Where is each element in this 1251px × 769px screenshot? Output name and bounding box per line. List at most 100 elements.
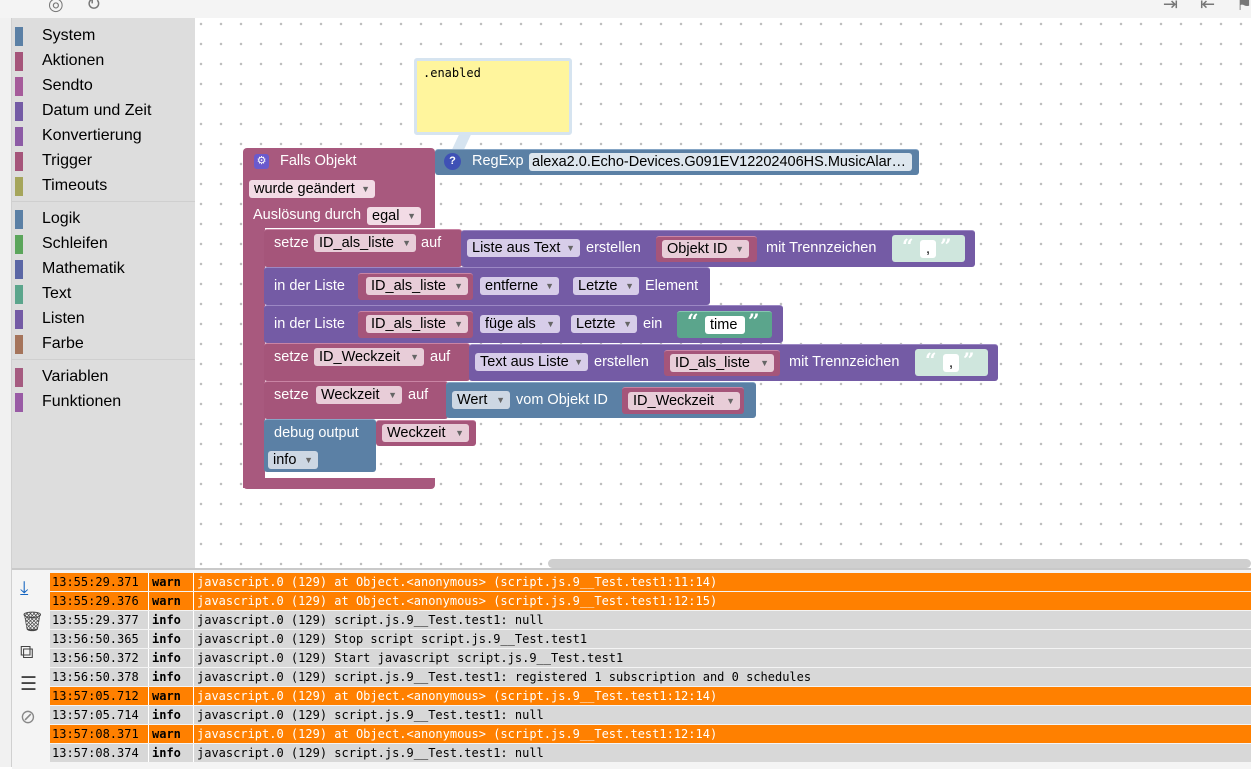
- variable-dropdown[interactable]: ID_Weckzeit▼: [314, 348, 424, 366]
- variable-dropdown[interactable]: ID_als_liste▼: [366, 315, 468, 333]
- list-icon[interactable]: ☰: [20, 673, 38, 695]
- toolbox-category-listen[interactable]: Listen: [12, 308, 195, 332]
- log-level: info: [152, 670, 181, 684]
- trigger-event-dropdown[interactable]: wurde geändert▼: [249, 180, 375, 198]
- target-icon[interactable]: ◎: [48, 0, 64, 15]
- chevron-down-icon: ▼: [574, 357, 583, 367]
- log-column-divider: [193, 630, 194, 648]
- toolbox-category-konvertierung[interactable]: Konvertierung: [12, 125, 195, 149]
- log-column-divider: [193, 649, 194, 667]
- comment-bubble[interactable]: .enabled: [414, 58, 572, 135]
- toolbox-category-text[interactable]: Text: [12, 283, 195, 307]
- refresh-icon[interactable]: ↻: [86, 0, 102, 15]
- toolbox-category-funktionen[interactable]: Funktionen: [12, 391, 195, 415]
- log-column-divider: [193, 668, 194, 686]
- text-field[interactable]: time: [705, 316, 745, 334]
- list-position-dropdown[interactable]: Letzte▼: [573, 277, 639, 295]
- with-separator-label: mit Trennzeichen: [766, 240, 877, 256]
- log-time: 13:57:05.714: [52, 708, 139, 722]
- blockly-workspace[interactable]: [195, 18, 1251, 568]
- dropdown-value: Weckzeit: [387, 425, 446, 441]
- trigger-by-dropdown[interactable]: egal▼: [367, 207, 421, 225]
- log-message: javascript.0 (129) at Object.<anonymous>…: [197, 575, 718, 589]
- log-time: 13:57:08.371: [52, 727, 139, 741]
- list-operation-dropdown[interactable]: entferne▼: [480, 277, 559, 295]
- variable-dropdown[interactable]: Weckzeit ▼: [382, 424, 469, 442]
- flag-icon[interactable]: ⚑: [1236, 0, 1251, 15]
- hide-icon[interactable]: ⊘: [20, 706, 36, 728]
- import-icon[interactable]: ⇤: [1200, 0, 1216, 15]
- category-label: Timeouts: [42, 177, 108, 194]
- export-icon[interactable]: ⇥: [1163, 0, 1179, 15]
- variable-dropdown[interactable]: Weckzeit▼: [316, 386, 402, 404]
- list-position-dropdown[interactable]: Letzte ▼: [571, 315, 637, 333]
- list-operation-dropdown[interactable]: füge als▼: [480, 315, 560, 333]
- dropdown-value: Letzte: [578, 278, 618, 294]
- toolbox-category-datum[interactable]: Datum und Zeit: [12, 100, 195, 124]
- dropdown-value: ID_als_liste: [371, 278, 446, 294]
- trigger-by-label: Auslösung durch: [253, 207, 362, 223]
- toolbox-category-schleifen[interactable]: Schleifen: [12, 233, 195, 257]
- toolbox-category-farbe[interactable]: Farbe: [12, 333, 195, 357]
- separator-field[interactable]: ,: [943, 354, 959, 372]
- log-time: 13:56:50.372: [52, 651, 139, 665]
- chevron-down-icon: ▼: [455, 428, 464, 438]
- log-column-divider: [193, 706, 194, 724]
- regexp-label: RegExp: [472, 153, 524, 169]
- chevron-down-icon: ▼: [623, 319, 632, 329]
- object-id-dropdown[interactable]: Objekt ID▼: [662, 240, 749, 258]
- toolbox-category-aktionen[interactable]: Aktionen: [12, 50, 195, 74]
- variable-dropdown[interactable]: ID_als_liste▼: [314, 234, 416, 252]
- toolbox-category-sendto[interactable]: Sendto: [12, 75, 195, 99]
- help-icon[interactable]: ?: [444, 153, 461, 170]
- variable-dropdown[interactable]: ID_als_liste▼: [670, 354, 774, 372]
- from-object-label: vom Objekt ID: [516, 392, 608, 408]
- toolbox-category-mathematik[interactable]: Mathematik: [12, 258, 195, 282]
- toolbox-category-trigger[interactable]: Trigger: [12, 150, 195, 174]
- toolbox-category-logik[interactable]: Logik: [12, 208, 195, 232]
- toolbox-category-system[interactable]: System: [12, 25, 195, 49]
- dropdown-value: ID_als_liste: [675, 355, 750, 371]
- log-level: warn: [152, 594, 181, 608]
- separator-field[interactable]: ,: [920, 240, 936, 258]
- category-label: Datum und Zeit: [42, 102, 152, 119]
- log-column-divider: [148, 630, 149, 648]
- with-separator-label: mit Trennzeichen: [789, 354, 900, 370]
- log-message: javascript.0 (129) script.js.9__Test.tes…: [197, 670, 812, 684]
- open-quote-icon: “: [925, 348, 937, 372]
- list-mode-dropdown[interactable]: Liste aus Text▼: [467, 239, 580, 257]
- log-message: javascript.0 (129) Start javascript scri…: [197, 651, 624, 665]
- dropdown-value: Letzte: [576, 316, 616, 332]
- log-level: info: [152, 708, 181, 722]
- toolbox-category-variablen[interactable]: Variablen: [12, 366, 195, 390]
- copy-icon[interactable]: ⧉: [20, 641, 34, 663]
- workspace-horizontal-scrollbar[interactable]: [548, 559, 1251, 568]
- category-label: Variablen: [42, 368, 109, 385]
- log-column-divider: [193, 744, 194, 762]
- log-column-divider: [148, 725, 149, 743]
- log-message: javascript.0 (129) script.js.9__Test.tes…: [197, 746, 544, 760]
- gear-icon[interactable]: ⚙: [254, 154, 269, 169]
- scroll-down-icon[interactable]: ⤓: [20, 577, 29, 599]
- variable-dropdown[interactable]: ID_als_liste▼: [366, 277, 468, 295]
- toolbox-category-timeouts[interactable]: Timeouts: [12, 175, 195, 199]
- variable-dropdown[interactable]: ID_Weckzeit▼: [628, 392, 740, 410]
- toolbox-separator: [12, 201, 195, 202]
- category-label: Trigger: [42, 152, 93, 169]
- value-type-dropdown[interactable]: Wert▼: [452, 391, 510, 409]
- log-time: 13:55:29.371: [52, 575, 139, 589]
- delete-icon[interactable]: 🗑: [20, 611, 45, 633]
- regexp-value-field[interactable]: alexa2.0.Echo-Devices.G091EV12202406HS.M…: [529, 153, 912, 171]
- log-level-dropdown[interactable]: info▼: [268, 451, 318, 469]
- set-label: setze: [274, 349, 309, 365]
- log-time: 13:56:50.365: [52, 632, 139, 646]
- log-level: warn: [152, 727, 181, 741]
- log-column-divider: [148, 611, 149, 629]
- list-mode-dropdown[interactable]: Text aus Liste▼: [475, 353, 588, 371]
